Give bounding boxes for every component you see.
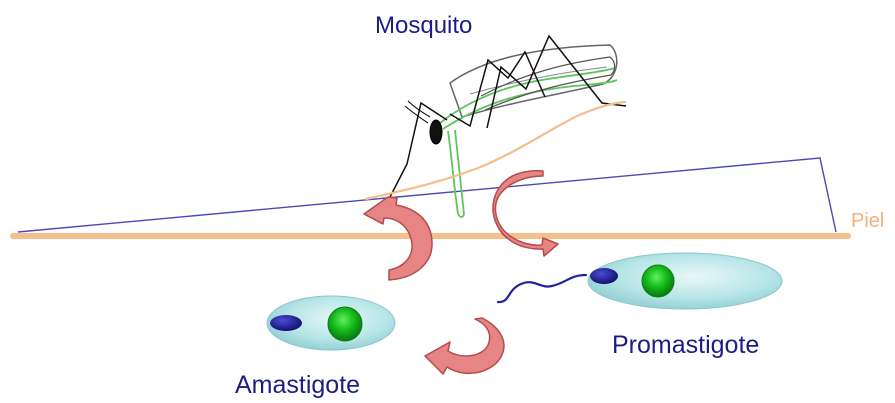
promastigote-kinetoplast [590, 268, 618, 284]
mosquito-body-green [440, 68, 617, 129]
curved-arrow-icon [425, 318, 504, 374]
promastigote-flagellum [498, 275, 586, 302]
mosquito-leg-middle [450, 52, 545, 126]
mosquito-label: Mosquito [375, 14, 472, 38]
bottom-cycle-arrow [425, 318, 504, 374]
mosquito-leg-front [390, 103, 447, 197]
promastigote-nucleus [642, 265, 674, 297]
promastigote-label: Promastigote [612, 333, 759, 358]
mosquito-body-orange [366, 102, 625, 199]
skin-label: Piel [851, 211, 884, 231]
amastigote-cell-icon [267, 296, 395, 350]
promastigote-cell-icon [498, 253, 782, 309]
skin-wedge [18, 158, 836, 232]
mosquito-eye [430, 120, 442, 144]
amastigote-label: Amastigote [235, 373, 360, 398]
amastigote-kinetoplast [270, 315, 302, 331]
mosquito-icon [366, 36, 626, 217]
promastigote-body [588, 253, 782, 309]
skin-wedge-outline [18, 158, 836, 232]
amastigote-nucleus [328, 307, 362, 341]
